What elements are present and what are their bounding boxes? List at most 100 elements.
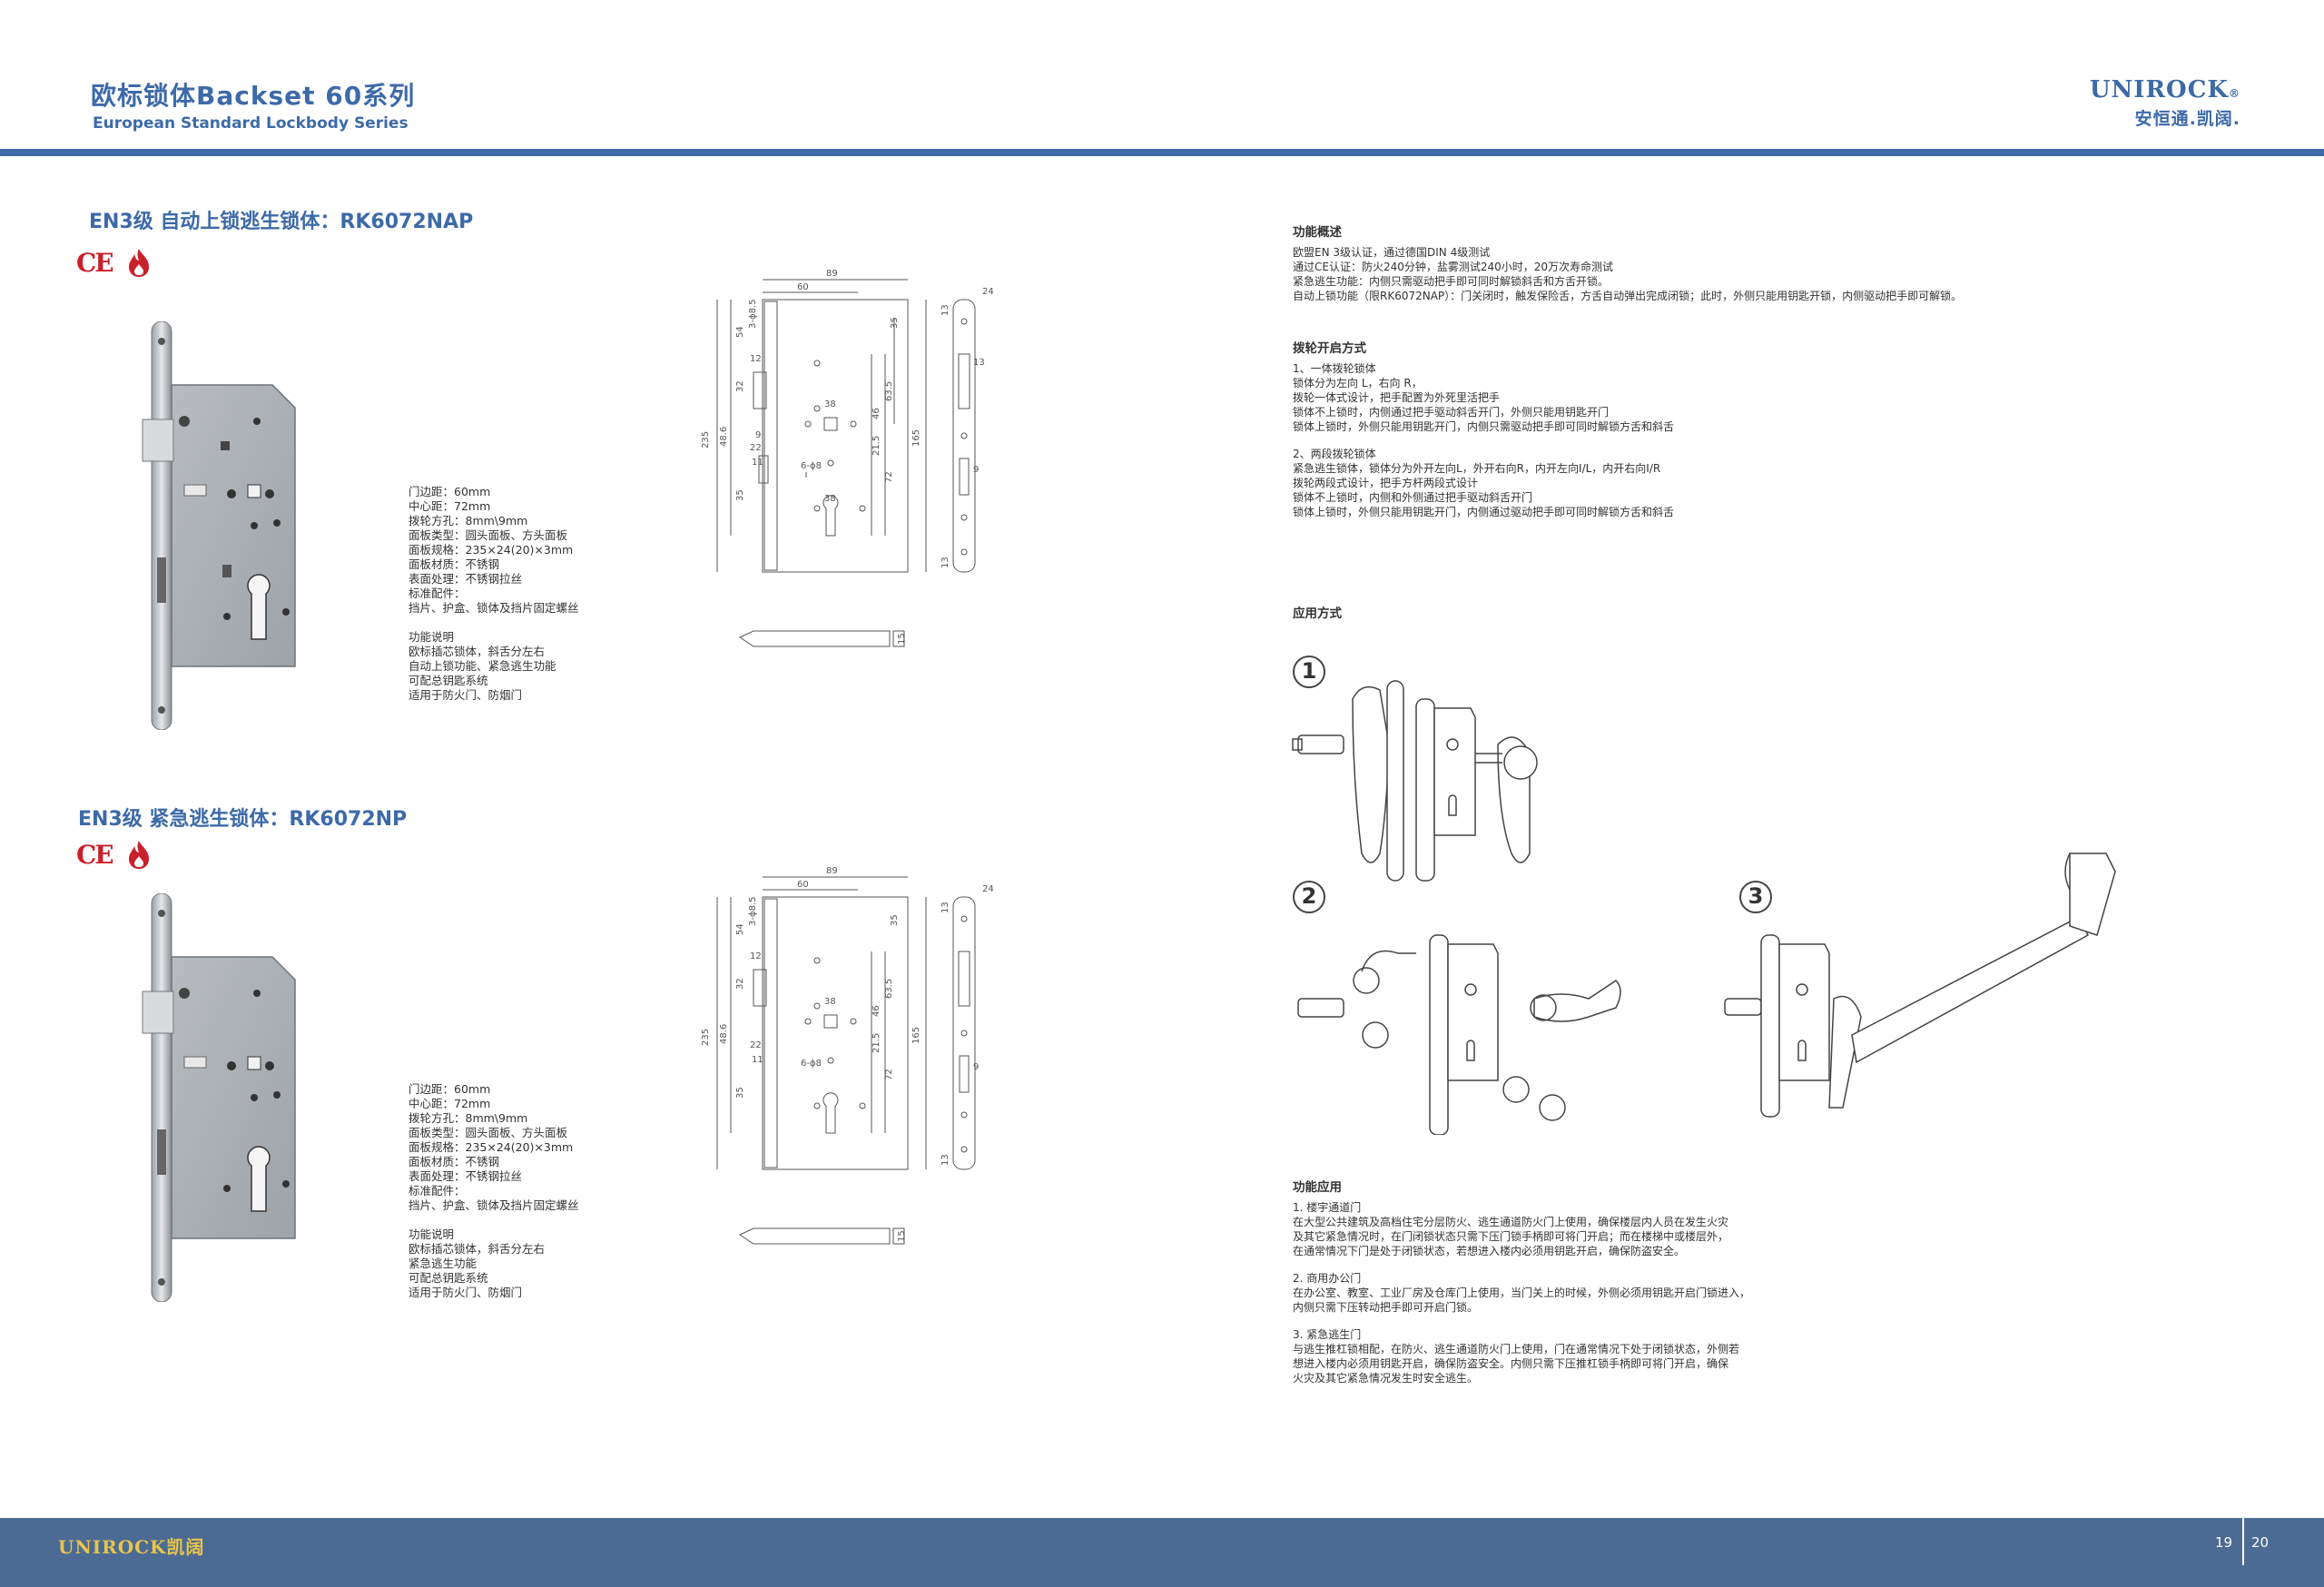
features-heading: 功能说明 [409, 630, 455, 644]
overview-line: 通过CE认证：防火240分钟，盐雾测试240小时，20万次寿命测试 [1293, 261, 1614, 273]
overview-heading: 功能概述 [1293, 225, 1342, 240]
dial-block: 拨轮开启方式 1、一体拨轮锁体 锁体分为左向 L，右向 R， 拨轮一体式设计，把… [1293, 341, 1674, 519]
usage-title: 1. 楼宇通道门 [1293, 1201, 1362, 1214]
dim-label: 15 [897, 1230, 907, 1242]
dim-label: 15 [897, 633, 907, 645]
product1-specs: 门边距：60mm 中心距：72mm 拨轮方孔：8mm\9mm 面板类型：圆头面板… [409, 485, 579, 703]
spec-line: 中心距：72mm [409, 499, 491, 513]
spec-line: 面板材质：不锈钢 [409, 557, 500, 571]
spec-line: 表面处理：不锈钢拉丝 [409, 572, 523, 586]
usage-block: 功能应用 1. 楼宇通道门 在大型公共建筑及高档住宅分层防火、逃生通道防火门上使… [1293, 1180, 1750, 1385]
dim-label: 38 [824, 997, 836, 1007]
dim-label: 38 [824, 494, 836, 504]
spec-line: 面板类型：圆头面板、方头面板 [409, 1126, 568, 1139]
page-title-en: European Standard Lockbody Series [93, 114, 409, 133]
product2-lock-photo [142, 893, 296, 1302]
dim-label: 24 [982, 884, 994, 894]
application-figure-3 [1724, 853, 2116, 1118]
usage-heading: 功能应用 [1293, 1180, 1342, 1195]
usage-title: 2. 商用办公门 [1293, 1272, 1362, 1285]
spec-line: 门边距：60mm [409, 1082, 491, 1096]
page-number-right: 20 [2251, 1534, 2270, 1551]
spec-line: 挡片、护盒、锁体及挡片固定螺丝 [409, 1198, 579, 1212]
feature-line: 欧标插芯锁体，斜舌分左右 [409, 645, 546, 658]
dim-label: 48.6 [719, 1024, 729, 1044]
dim-label: 13 [940, 902, 950, 913]
dial-line: 拨轮一体式设计，把手配置为外死里活把手 [1293, 391, 1501, 404]
application-figure-1 [1292, 680, 1538, 882]
dim-label: 3-ϕ8.5 [748, 897, 758, 926]
footer-brand-logo: UNIROCK凯阔 [58, 1536, 205, 1558]
spec-line: 面板规格：235×24(20)×3mm [409, 543, 574, 557]
dim-label: 13 [940, 304, 950, 316]
spec-line: 面板规格：235×24(20)×3mm [409, 1140, 574, 1154]
dim-label: 21.5 [872, 436, 881, 456]
ce-mark-icon: CE [76, 247, 114, 278]
dim-label: 9 [973, 465, 979, 475]
spec-line: 拨轮方孔：8mm\9mm [409, 514, 528, 527]
dim-label: 63.5 [884, 979, 894, 999]
page-header: 欧标锁体Backset 60系列 European Standard Lockb… [0, 0, 2324, 156]
dim-label: 35 [735, 489, 745, 501]
dim-label: 12 [750, 951, 762, 961]
dim-label: 165 [911, 1027, 921, 1044]
dim-label: 89 [826, 866, 838, 876]
dial-line: 锁体不上锁时，内侧和外侧通过把手驱动斜舌开门 [1293, 491, 1533, 504]
dim-label: 35 [890, 317, 900, 329]
dim-label: 32 [735, 978, 745, 990]
spec-line: 面板类型：圆头面板、方头面板 [409, 528, 568, 542]
spec-line: 标准配件： [409, 1184, 466, 1198]
dim-label: 63.5 [884, 381, 894, 401]
overview-line: 欧盟EN 3级认证，通过德国DIN 4级测试 [1293, 246, 1491, 259]
dim-label: 22 [750, 443, 762, 453]
page-title-cn: 欧标锁体Backset 60系列 [91, 81, 416, 111]
feature-line: 适用于防火门、防烟门 [409, 1286, 523, 1299]
overview-block: 功能概述 欧盟EN 3级认证，通过德国DIN 4级测试 通过CE认证：防火240… [1293, 225, 1962, 303]
application-heading: 应用方式 [1293, 606, 1342, 621]
dim-label: 11 [752, 1055, 763, 1065]
dim-label: 9 [973, 1062, 979, 1072]
product1-cert: CE [76, 247, 153, 278]
spec-line: 表面处理：不锈钢拉丝 [409, 1169, 523, 1183]
dim-label: 35 [735, 1087, 745, 1099]
dim-label: 9 [755, 430, 761, 440]
dim-label: 22 [750, 1040, 762, 1050]
fire-icon [128, 841, 149, 869]
fire-icon [128, 249, 149, 277]
dial-line: 拨轮两段式设计，把手方杆两段式设计 [1293, 477, 1479, 489]
dial-group-title: 2、两段拨轮锁体 [1293, 448, 1376, 460]
dim-label: 60 [797, 880, 809, 890]
usage-line: 想进入楼内必须用钥匙开启，确保防盗安全。内侧只需下压推杠锁手柄即可将门开启，确保 [1293, 1357, 1729, 1370]
dim-label: 38 [824, 399, 836, 409]
spec-line: 拨轮方孔：8mm\9mm [409, 1111, 528, 1125]
dial-line: 紧急逃生锁体，锁体分为外开左向L，外开右向R，内开左向I/L，内开右向I/R [1293, 462, 1661, 475]
product2-specs: 门边距：60mm 中心距：72mm 拨轮方孔：8mm\9mm 面板类型：圆头面板… [409, 1082, 579, 1300]
usage-line: 及其它紧急情况时，在门闭锁状态只需下压门锁手柄即可将门开启；而在楼梯中或楼层外， [1293, 1230, 1729, 1243]
product1-title: EN3级 自动上锁逃生锁体：RK6072NAP [89, 211, 474, 233]
page-number-left: 19 [2215, 1534, 2233, 1551]
dim-label: 165 [911, 429, 921, 447]
dim-label: 54 [735, 923, 745, 935]
dim-label: 32 [735, 380, 745, 392]
feature-line: 紧急逃生功能 [409, 1257, 478, 1270]
product2-cert: CE [76, 839, 153, 870]
dim-label: 6-ϕ8 [801, 461, 822, 471]
overview-line: 紧急逃生功能：内侧只需驱动把手即可同时解锁斜舌和方舌开锁。 [1293, 275, 1610, 288]
dim-label: 13 [973, 358, 985, 368]
brand-logo-en: UNIROCK® [2089, 76, 2240, 104]
application-number-1: 1 [1293, 656, 1325, 688]
product1-technical-drawing: 89 60 235 48.6 54 32 35 3-ϕ8.5 12 9 22 1… [701, 269, 994, 647]
spec-line: 面板材质：不锈钢 [409, 1155, 500, 1168]
dial-line: 锁体不上锁时，内侧通过把手驱动斜舌开门，外侧只能用钥匙开门 [1293, 406, 1610, 419]
brand-logo: UNIROCK® 安恒通.凯阔. [2090, 76, 2240, 130]
dim-label: 72 [884, 471, 894, 483]
dial-line: 锁体上锁时，外侧只能用钥匙开门，内侧通过驱动把手即可同时解锁方舌和斜舌 [1293, 506, 1675, 518]
usage-line: 在大型公共建筑及高档住宅分层防火、逃生通道防火门上使用，确保楼层内人员在发生火灾 [1293, 1216, 1729, 1228]
page-number-divider [2242, 1518, 2244, 1565]
spec-line: 挡片、护盒、锁体及挡片固定螺丝 [409, 601, 579, 615]
dim-label: 13 [940, 557, 950, 568]
product1-lock-photo [142, 321, 296, 730]
dim-label: 235 [701, 431, 711, 448]
dim-label: 3-ϕ8.5 [748, 300, 758, 329]
dial-group-title: 1、一体拨轮锁体 [1293, 362, 1376, 375]
